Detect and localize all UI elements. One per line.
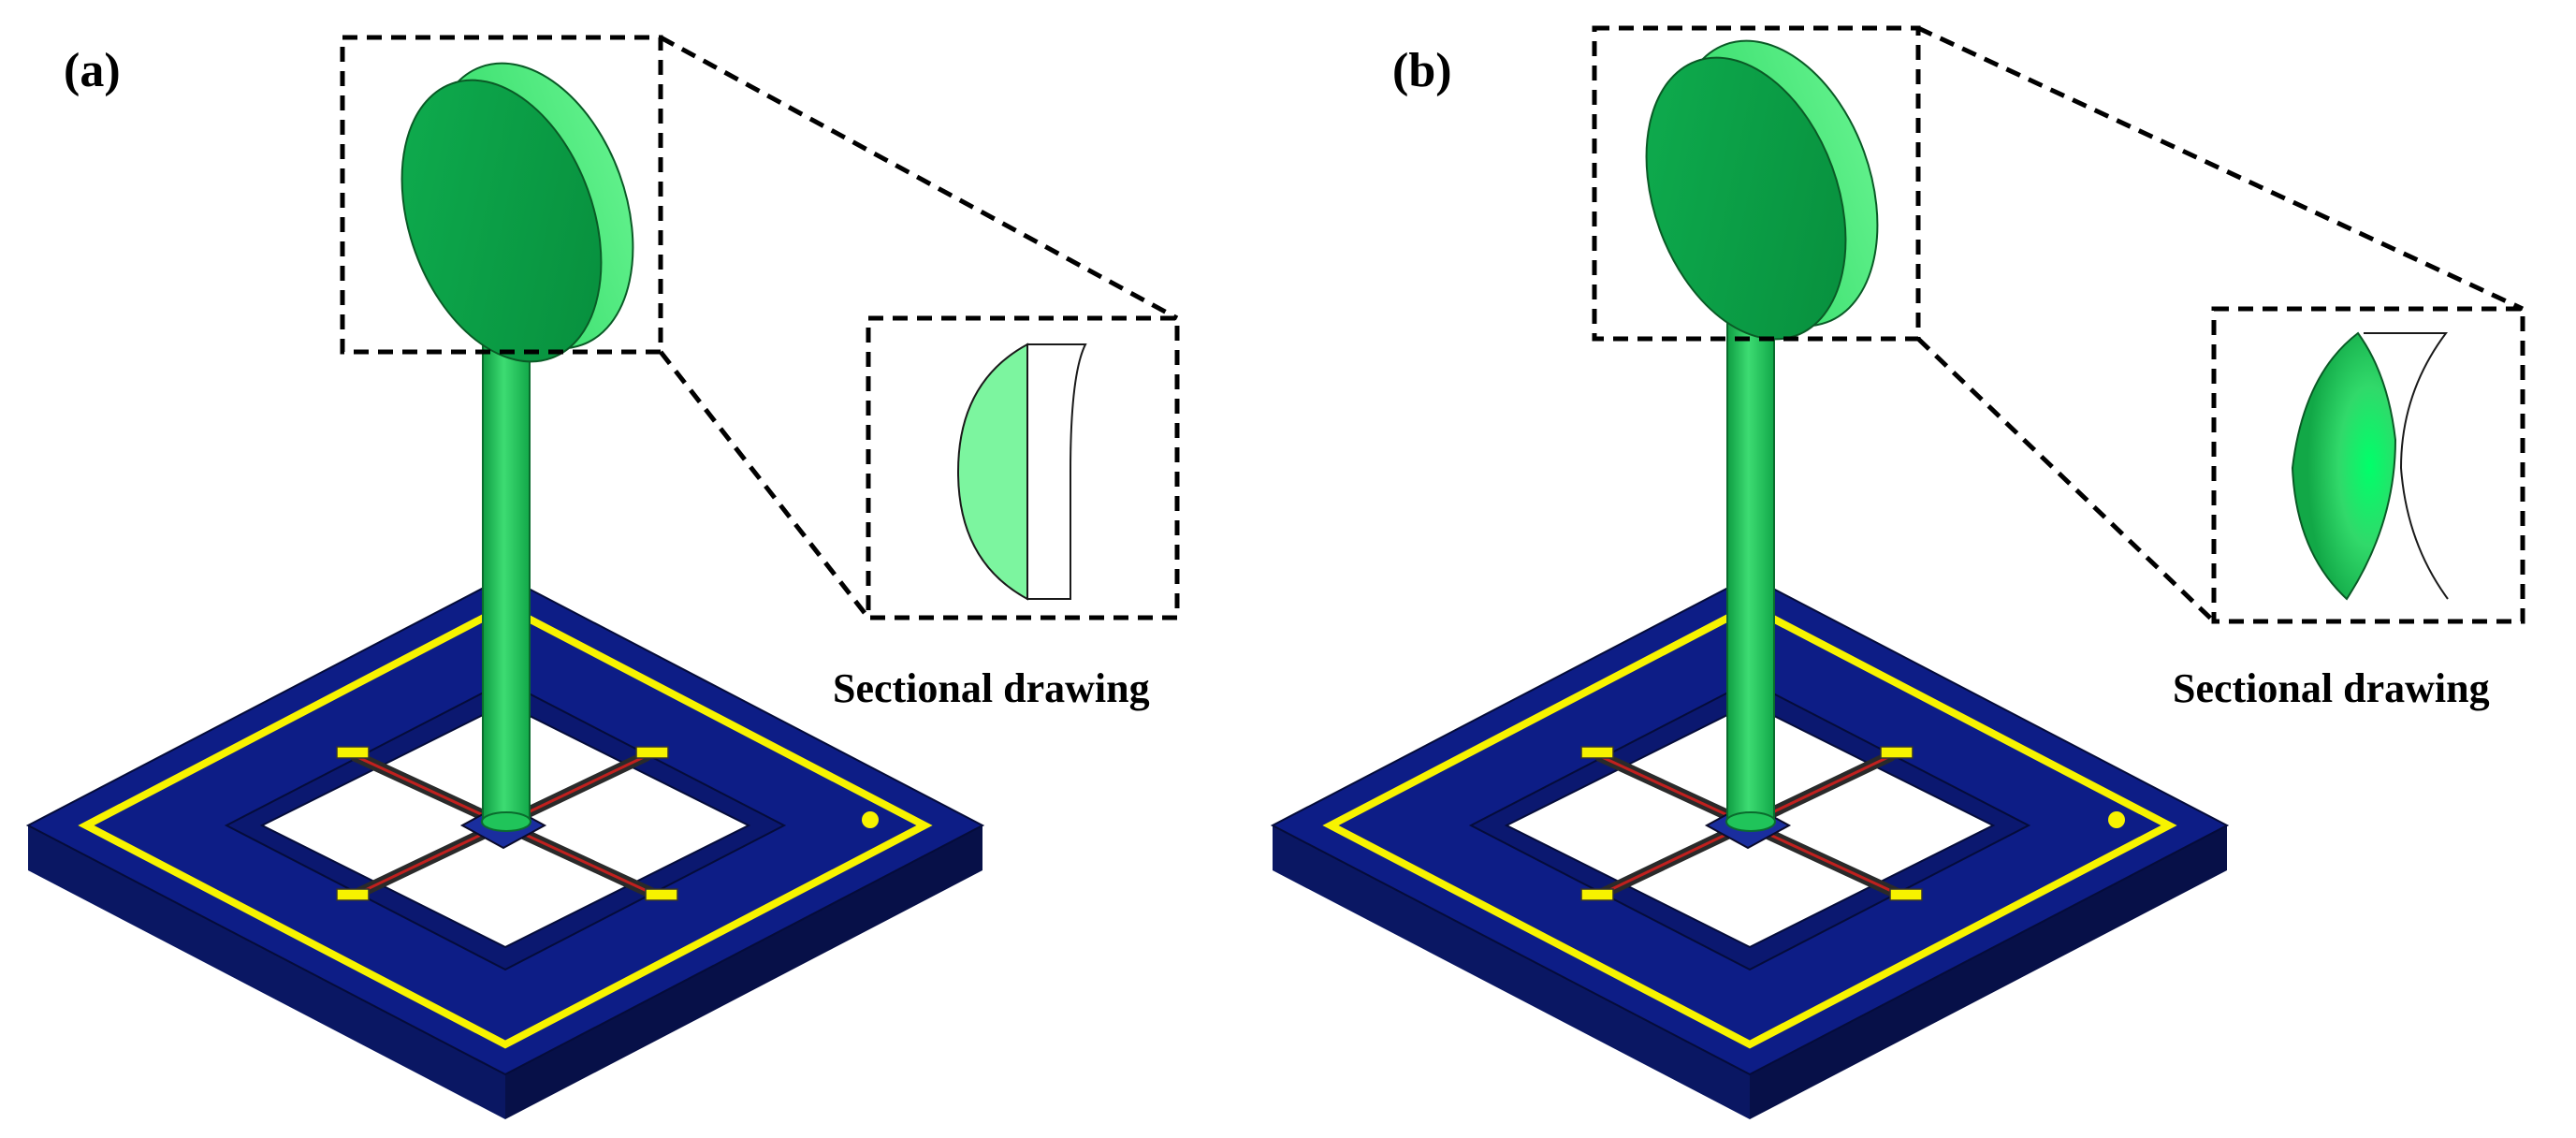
panel-a-section-drawing	[956, 343, 1087, 601]
zoom-leader-bottom	[1916, 337, 2216, 623]
frame-side-left	[28, 825, 505, 1119]
panel-a-zoom-box	[340, 35, 663, 355]
gold-trace	[1322, 602, 2177, 1049]
frame-side-right	[1750, 825, 2227, 1119]
anchor-pads	[1580, 746, 1923, 901]
panel-b-caption: Sectional drawing	[2173, 665, 2490, 711]
frame-side-right	[505, 825, 982, 1119]
panel-b-section-box	[2211, 306, 2525, 624]
panel-a-caption: Sectional drawing	[833, 665, 1150, 711]
panel-b: (b)	[1270, 25, 2525, 1119]
trace-pad	[2108, 811, 2125, 828]
panel-a-label: (a)	[64, 44, 121, 97]
panel-a-section-box	[866, 315, 1180, 620]
post-foot	[1725, 811, 1776, 832]
panel-a-mirror-disk	[400, 62, 634, 363]
zoom-leader-bottom	[659, 350, 870, 620]
panel-b-post	[1726, 315, 1775, 823]
anchor-pads	[336, 746, 678, 901]
zoom-leader-top	[659, 35, 1179, 321]
gold-trace	[78, 602, 933, 1049]
panel-a: (a)	[25, 35, 1180, 1119]
post-foot	[481, 811, 531, 832]
panel-b-section-drawing	[2291, 331, 2449, 601]
panel-b-label: (b)	[1392, 44, 1452, 97]
trace-pad	[862, 811, 879, 828]
panel-b-mirror-disk	[1645, 39, 1879, 341]
frame-side-left	[1273, 825, 1750, 1119]
panel-a-post	[482, 315, 531, 823]
zoom-leader-top	[1916, 25, 2525, 312]
